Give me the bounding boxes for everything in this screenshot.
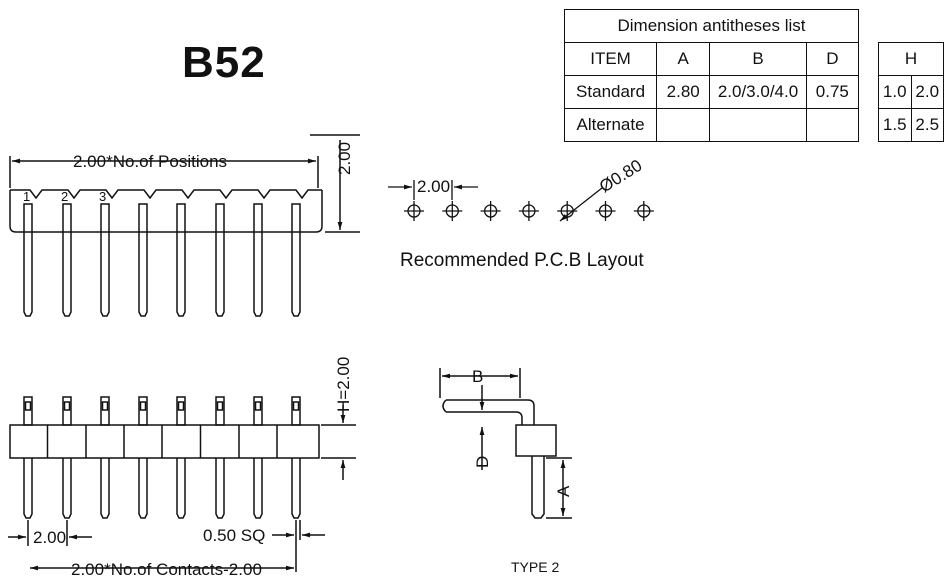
row-item: Standard <box>563 75 658 109</box>
front-pin-top <box>253 396 263 426</box>
front-housing <box>9 424 320 459</box>
front-pin-square <box>24 401 32 411</box>
table-row: Alternate <box>563 108 860 142</box>
front-pin-tail <box>291 458 301 519</box>
top-pins <box>23 203 301 317</box>
front-pins <box>23 396 301 519</box>
row-d <box>805 108 860 142</box>
front-pin-square <box>254 401 262 411</box>
pin-tip <box>442 399 447 413</box>
front-pin-tail <box>176 458 186 519</box>
top-pin <box>215 203 225 317</box>
part-title: B52 <box>182 38 266 87</box>
row-b: 2.0/3.0/4.0 <box>709 75 807 109</box>
row-a <box>656 108 711 142</box>
top-width-label: 2.00*No.of Positions <box>73 152 227 171</box>
row-a: 2.80 <box>656 75 711 109</box>
front-pin-top <box>215 396 225 426</box>
row-d: 0.75 <box>805 75 860 109</box>
front-view <box>8 396 356 572</box>
front-pin-tail <box>62 458 72 519</box>
top-pin <box>253 203 263 317</box>
front-pin-tail <box>23 458 33 519</box>
top-pin <box>176 203 186 317</box>
b-label: B <box>472 367 483 386</box>
bent-pin-inner <box>446 411 523 425</box>
front-pin-square <box>63 401 71 411</box>
front-pin-square <box>292 401 300 411</box>
side-caption: TYPE 2 <box>511 559 559 575</box>
front-pin-square <box>216 401 224 411</box>
row-item: Alternate <box>563 108 658 142</box>
front-pin-top <box>291 396 301 426</box>
header-d: D <box>805 42 860 76</box>
front-pin-top <box>100 396 110 426</box>
front-pin-tail <box>253 458 263 519</box>
front-pin-tail <box>100 458 110 519</box>
top-housing <box>9 190 323 233</box>
row-b <box>709 108 807 142</box>
top-pin <box>62 203 72 317</box>
top-height-label: 2.00 <box>335 142 354 175</box>
table-row: 1.0 2.0 <box>878 75 944 109</box>
front-pitch-label: 2.00 <box>33 528 66 547</box>
side-pin-tail <box>531 456 545 519</box>
table-caption: Dimension antitheses list <box>564 9 859 43</box>
dimension-table: Dimension antitheses list ITEM A B D Sta… <box>563 9 860 142</box>
length-label: 2.00*No.of Contacts-2.00 <box>71 560 262 579</box>
top-pin <box>23 203 33 317</box>
h-header: H <box>878 42 944 76</box>
pcb-layout <box>388 180 654 222</box>
pcb-pitch-label: 2.00 <box>417 177 450 196</box>
bent-pin-outer <box>446 399 535 425</box>
hole-diameter-label: Ø0.80 <box>596 156 645 197</box>
h-table: H 1.0 2.0 1.5 2.5 <box>878 42 944 142</box>
front-pin-top <box>138 396 148 426</box>
side-view <box>439 368 572 519</box>
h-cell: 1.0 <box>878 75 912 109</box>
front-pin-top <box>23 396 33 426</box>
top-pin <box>138 203 148 317</box>
h-cell: 2.0 <box>910 75 944 109</box>
top-pin <box>291 203 301 317</box>
housing-serrated-edge <box>10 189 322 200</box>
front-pin-square <box>101 401 109 411</box>
table-row: Standard 2.80 2.0/3.0/4.0 0.75 <box>563 75 860 109</box>
front-pin-square <box>139 401 147 411</box>
front-pin-top <box>62 396 72 426</box>
pcb-caption: Recommended P.C.B Layout <box>400 250 644 271</box>
table-header-row: ITEM A B D <box>563 42 860 76</box>
pin-number-1: 1 <box>23 189 30 204</box>
front-pin-tail <box>138 458 148 519</box>
a-label: A <box>554 485 573 497</box>
pin-number-3: 3 <box>99 189 106 204</box>
h-label: H=2.00 <box>334 357 353 412</box>
pin-number-2: 2 <box>61 189 68 204</box>
header-a: A <box>656 42 711 76</box>
front-pin-tail <box>215 458 225 519</box>
d-label: D <box>473 456 492 468</box>
front-pin-square <box>177 401 185 411</box>
h-cell: 2.5 <box>910 108 944 142</box>
pcb-holes <box>404 201 654 221</box>
side-housing <box>515 424 557 457</box>
table-row: 1.5 2.5 <box>878 108 944 142</box>
header-item: ITEM <box>563 42 658 76</box>
top-pin <box>100 203 110 317</box>
top-view <box>9 134 360 317</box>
sq-label: 0.50 SQ <box>203 526 265 545</box>
front-pin-top <box>176 396 186 426</box>
